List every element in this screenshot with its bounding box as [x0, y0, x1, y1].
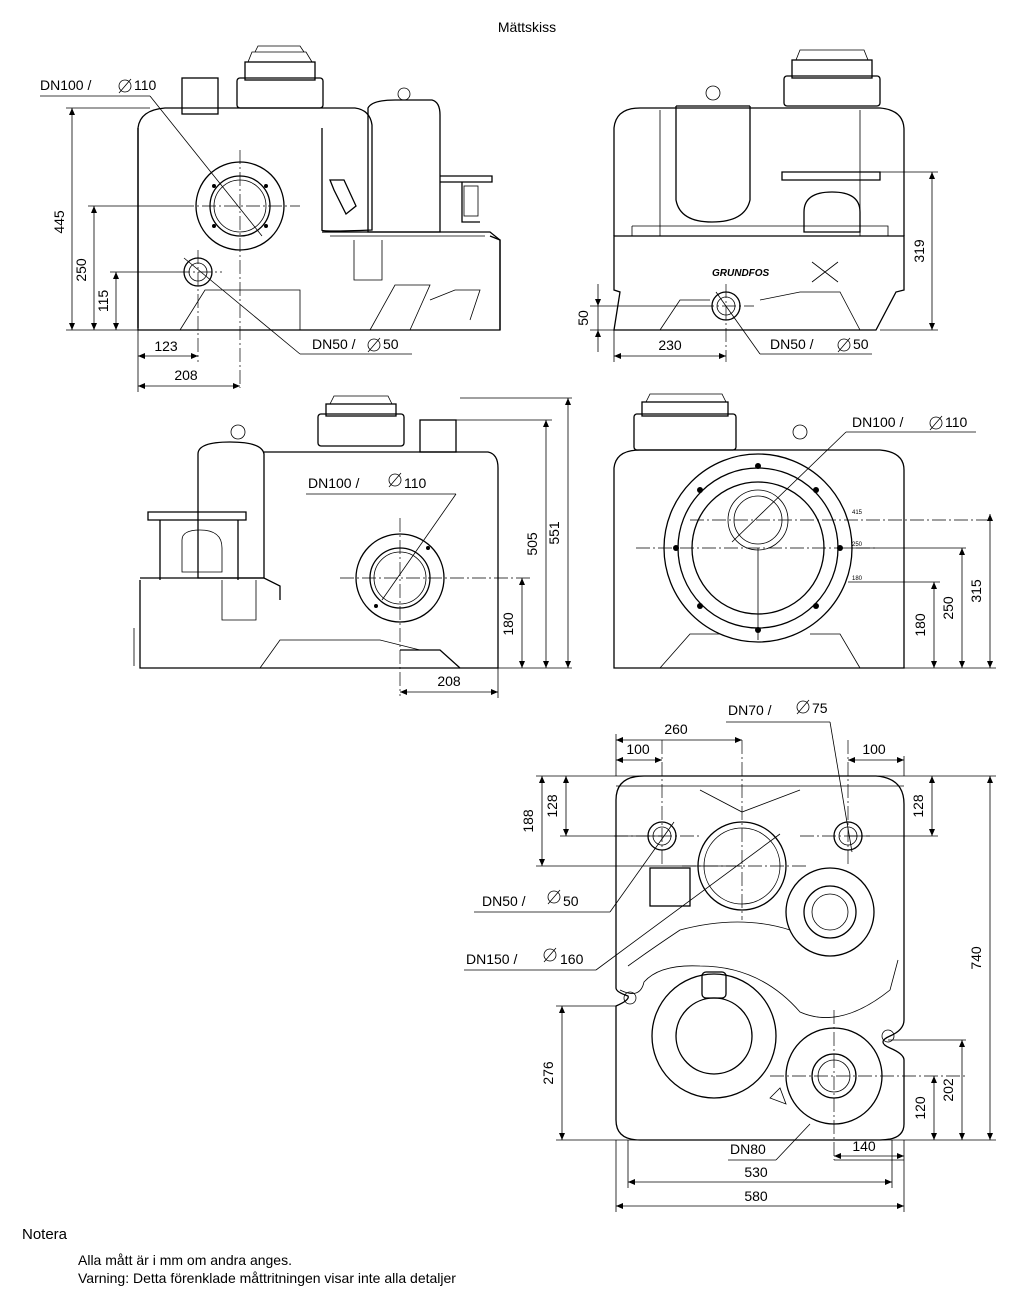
dim-180-right: 180 [500, 612, 516, 636]
dim-120: 120 [912, 1096, 928, 1120]
side-view-left: 445 250 115 123 208 DN100 / 110 DN50 / 5… [40, 45, 501, 392]
ring-mark-415: 415 [852, 510, 863, 516]
notes-heading: Notera [22, 1226, 68, 1243]
dim-250: 250 [73, 258, 89, 282]
ring-mark-180: 180 [852, 576, 863, 582]
label-outlet-dn80: DN80 [730, 1141, 766, 1157]
label-outlet-dn50: DN50 / [312, 336, 356, 352]
dim-50: 50 [575, 310, 591, 326]
label-right-inlet-dia: 110 [404, 475, 427, 491]
dim-188: 188 [520, 809, 536, 833]
label-top-dn150-dia: 160 [560, 951, 584, 967]
dim-100-left: 100 [626, 741, 650, 757]
dim-445: 445 [51, 210, 67, 234]
dim-315: 315 [968, 579, 984, 603]
label-top-dn150: DN150 / [466, 951, 517, 967]
notes-line-1: Alla mått är i mm om andra anges. [78, 1252, 292, 1268]
dim-208: 208 [174, 367, 198, 383]
dim-260: 260 [664, 721, 688, 737]
notes-line-2: Varning: Detta förenklade måttritningen … [78, 1270, 456, 1286]
dim-115: 115 [95, 290, 111, 313]
dim-208-right: 208 [437, 673, 461, 689]
label-back-inlet-dia: 110 [945, 414, 968, 430]
back-view: 415 250 180 315 250 180 DN100 / 110 [613, 393, 996, 669]
label-top-dn50-dia: 50 [563, 893, 579, 909]
side-view-right: 551 505 180 208 DN100 / 110 [133, 395, 572, 698]
dim-580: 580 [744, 1188, 768, 1204]
label-top-dn50: DN50 / [482, 893, 526, 909]
label-outlet-dia: 50 [383, 336, 399, 352]
label-front-outlet-dia: 50 [853, 336, 869, 352]
dim-505: 505 [524, 532, 540, 556]
dim-202: 202 [940, 1078, 956, 1102]
drawing-title: Mättskiss [498, 19, 556, 35]
dim-740: 740 [968, 946, 984, 970]
dim-180-back: 180 [912, 613, 928, 637]
top-view: 260 100 100 188 128 128 740 276 202 120 … [464, 699, 996, 1212]
label-inlet-dn100: DN100 / [40, 77, 91, 93]
front-view: GRUNDFOS 319 50 230 DN50 / 50 [575, 49, 938, 362]
dim-128-right: 128 [910, 794, 926, 818]
dim-250-back: 250 [940, 596, 956, 620]
label-front-outlet-dn50: DN50 / [770, 336, 814, 352]
dim-123: 123 [154, 338, 178, 354]
ring-mark-250: 250 [852, 542, 863, 548]
label-vent-dia: 75 [812, 700, 828, 716]
dim-128-left: 128 [544, 794, 560, 818]
label-vent-dn70: DN70 / [728, 702, 772, 718]
label-back-inlet-dn100: DN100 / [852, 414, 903, 430]
dim-100-right: 100 [862, 741, 886, 757]
dim-276: 276 [540, 1061, 556, 1085]
dim-530: 530 [744, 1164, 768, 1180]
label-right-inlet-dn100: DN100 / [308, 475, 359, 491]
dim-319: 319 [911, 239, 927, 263]
dim-140: 140 [852, 1138, 876, 1154]
brand-logo: GRUNDFOS [712, 268, 770, 279]
dim-551: 551 [546, 521, 562, 545]
label-inlet-dia: 110 [134, 77, 157, 93]
dim-230: 230 [658, 337, 682, 353]
